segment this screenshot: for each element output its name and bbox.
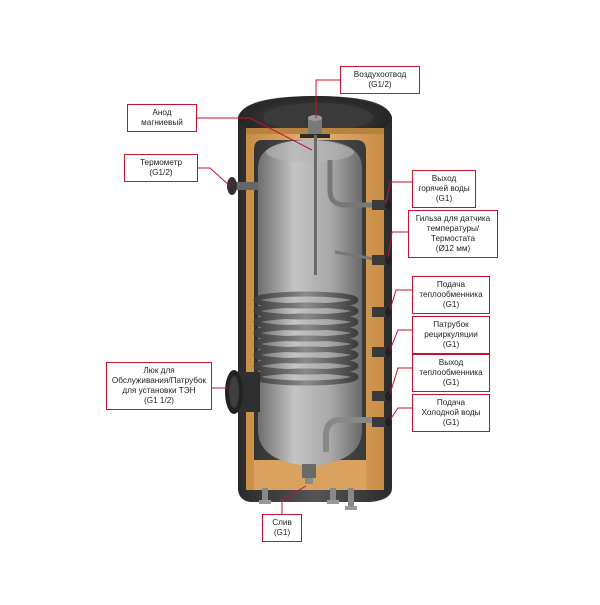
connection-nipple xyxy=(372,200,388,210)
label-line: (G1) xyxy=(435,194,453,203)
label-line: Обслуживания/Патрубок xyxy=(111,376,207,385)
label-line: (G1) xyxy=(273,528,291,537)
connection-nipple-end xyxy=(385,307,391,317)
connection-nipple xyxy=(372,417,388,427)
hot-water-pipe xyxy=(327,160,380,208)
connection-nipple xyxy=(372,347,388,357)
label-line: Анод xyxy=(152,108,172,117)
connection-nipple-end xyxy=(385,417,391,427)
label-line: Холодной воды xyxy=(421,408,481,417)
label-line: Гильза для датчика xyxy=(415,214,491,223)
side-connections xyxy=(372,200,391,427)
label-line: (G1) xyxy=(442,340,460,349)
magnesium-anode xyxy=(314,135,317,275)
label-line: (G1) xyxy=(442,378,460,387)
label-line: Люк для xyxy=(143,366,175,375)
label-line: (G1/2) xyxy=(368,80,392,89)
connection-nipple xyxy=(372,391,388,401)
air-vent-fitting xyxy=(308,115,322,134)
connection-nipple-end xyxy=(385,347,391,357)
heat-exchanger-coil xyxy=(253,291,359,386)
connection-nipple xyxy=(372,307,388,317)
label-line: Слив xyxy=(272,518,292,527)
label-air-vent: Воздухоотвод(G1/2) xyxy=(340,66,420,94)
label-line: температуры/ xyxy=(426,224,480,233)
thermometer xyxy=(227,177,258,195)
leader-line xyxy=(389,329,412,351)
leader-line xyxy=(389,407,412,421)
leader-line xyxy=(387,231,408,259)
leader-line xyxy=(315,79,340,118)
label-line: Выход xyxy=(438,358,464,367)
label-line: Подача xyxy=(436,398,466,407)
label-line: (G1 1/2) xyxy=(143,396,175,405)
label-line: Патрубок xyxy=(433,320,469,329)
label-line: Воздухоотвод xyxy=(353,70,407,79)
service-hatch-flange xyxy=(225,370,260,414)
leader-line xyxy=(389,289,412,311)
leader-lines xyxy=(197,79,412,514)
leader-line xyxy=(389,367,412,395)
cold-water-pipe xyxy=(323,417,380,452)
label-line: Термостата xyxy=(430,234,476,243)
connection-nipple-end xyxy=(385,255,391,265)
leader-line xyxy=(197,117,313,151)
label-line: горячей воды xyxy=(418,184,470,193)
label-line: Выход xyxy=(431,174,457,183)
label-line: (G1/2) xyxy=(149,168,173,177)
label-line: магниевый xyxy=(141,118,183,127)
label-line: Подача xyxy=(436,280,466,289)
leader-line xyxy=(385,181,412,205)
label-line: (G1) xyxy=(442,300,460,309)
label-line: рециркуляции xyxy=(424,330,478,339)
label-line: (G1) xyxy=(442,418,460,427)
label-line: Термометр xyxy=(139,158,183,167)
drain-and-feet xyxy=(259,464,357,510)
label-line: теплообменника xyxy=(419,290,483,299)
connection-nipple-end xyxy=(385,391,391,401)
label-line: теплообменника xyxy=(419,368,483,377)
label-drain: Слив(G1) xyxy=(262,514,302,542)
connection-nipple-end xyxy=(385,200,391,210)
label-line: для установки ТЭН xyxy=(122,386,196,395)
label-line: (Ø12 мм) xyxy=(435,244,471,253)
label-thermometer: Термометр(G1/2) xyxy=(124,154,198,182)
leader-line xyxy=(198,167,231,187)
connection-nipple xyxy=(372,255,388,265)
leader-line xyxy=(281,485,307,514)
